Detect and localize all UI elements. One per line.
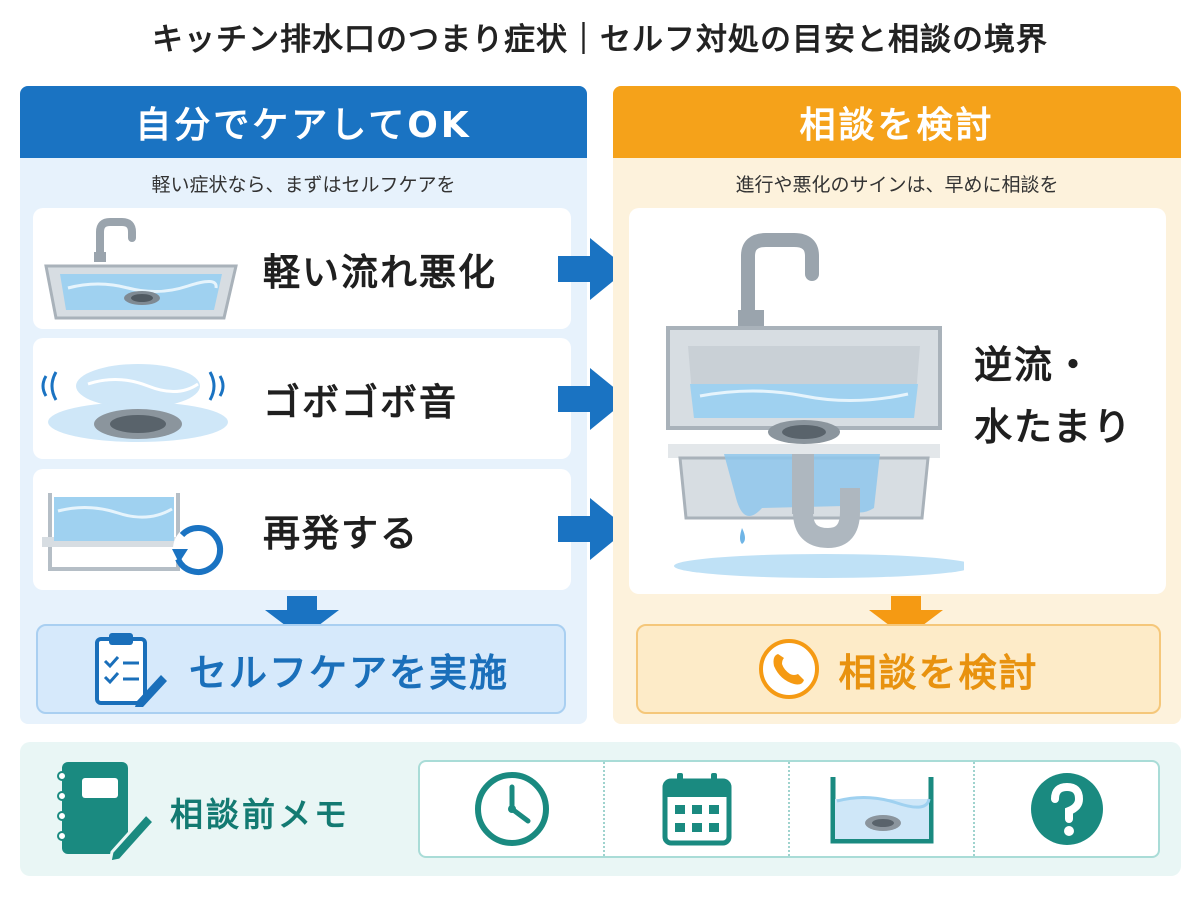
right-arrow-icon	[558, 238, 628, 300]
symptom-label: ゴボゴボ音	[263, 380, 458, 424]
drain-icon	[830, 777, 933, 844]
memo-section: 相談前メモ	[20, 742, 1181, 876]
consult-panel: 相談を検討 進行や悪化のサインは、早めに相談を	[613, 86, 1181, 724]
consult-heading: 相談を検討	[613, 86, 1181, 158]
symptom-row-slow-drain: 軽い流れ悪化	[33, 208, 571, 329]
memo-label: 相談前メモ	[170, 795, 350, 834]
notebook-pen-icon	[57, 762, 156, 864]
clipboard-checklist-icon	[93, 631, 171, 707]
symptom-row-gurgling: ゴボゴボ音	[33, 338, 571, 459]
memo-cell	[790, 762, 975, 856]
question-icon	[1030, 773, 1103, 845]
memo-cell	[420, 762, 605, 856]
calendar-icon	[662, 773, 731, 846]
consult-action-label: 相談を検討	[838, 650, 1039, 695]
symptom-card-backflow: 逆流・ 水たまり	[629, 208, 1166, 594]
consult-subheading: 進行や悪化のサインは、早めに相談を	[735, 173, 1059, 196]
self-care-subheading: 軽い症状なら、まずはセルフケアを	[151, 173, 456, 196]
memo-icon-row	[418, 760, 1160, 858]
phone-icon	[758, 638, 820, 700]
backflow-label-line2: 水たまり	[974, 405, 1133, 449]
symptom-label: 軽い流れ悪化	[263, 250, 497, 294]
right-arrow-icon	[558, 368, 628, 430]
recurring-icon	[33, 469, 243, 590]
symptom-row-recurring: 再発する	[33, 469, 571, 590]
memo-cell	[975, 762, 1158, 856]
clock-icon	[474, 772, 549, 846]
self-care-heading: 自分でケアしてOK	[20, 86, 587, 158]
backflow-label: 逆流・ 水たまり	[974, 334, 1164, 458]
sink-icon	[33, 208, 243, 329]
symptom-label: 再発する	[263, 511, 419, 555]
self-care-action: セルフケアを実施	[36, 624, 566, 714]
self-care-action-label: セルフケアを実施	[188, 650, 509, 695]
memo-cell	[605, 762, 790, 856]
overflowing-sink-icon	[644, 218, 974, 588]
backflow-label-line1: 逆流・	[974, 343, 1095, 387]
consult-action: 相談を検討	[636, 624, 1161, 714]
right-arrow-icon	[558, 498, 628, 560]
gurgling-drain-icon	[33, 338, 243, 459]
self-care-panel: 自分でケアしてOK 軽い症状なら、まずはセルフケアを 軽い流れ悪化	[20, 86, 587, 724]
page-title: キッチン排水口のつまり症状｜セルフ対処の目安と相談の境界	[152, 22, 1048, 58]
